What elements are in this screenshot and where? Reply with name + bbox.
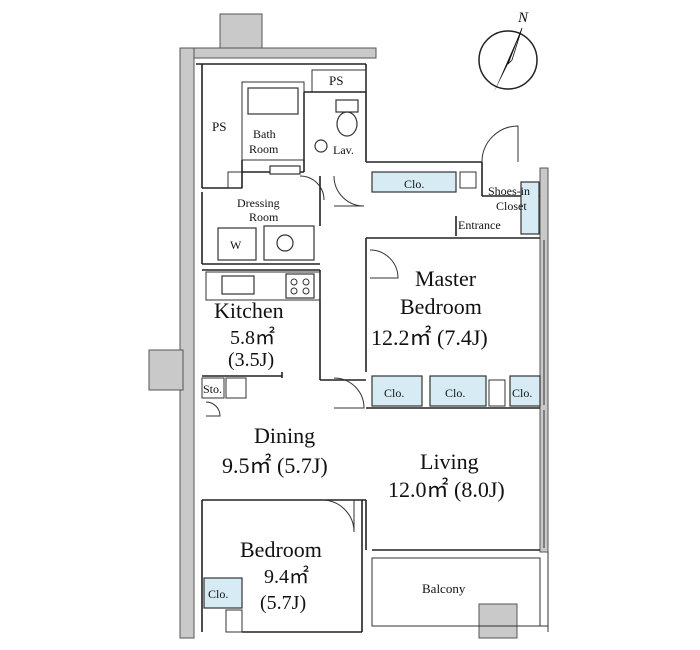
master-closet-3-label: Clo. [512, 386, 532, 400]
bath-room-label-1: Bath [253, 127, 276, 141]
bedroom-area-1: 9.4㎡ [264, 564, 309, 588]
compass: N [478, 10, 538, 92]
shoes-in-closet-label-2: Closet [496, 199, 527, 213]
washer-label: W [230, 238, 242, 252]
kitchen-area-2: (3.5J) [228, 349, 274, 371]
balcony-label: Balcony [422, 581, 466, 596]
dining-area: 9.5㎡ (5.7J) [222, 453, 328, 478]
compass-north-label: N [517, 10, 529, 26]
entrance-label: Entrance [458, 218, 501, 232]
doors [205, 125, 519, 533]
bedroom-closet-label: Clo. [208, 587, 228, 601]
master-bedroom-name-1: Master [415, 266, 477, 291]
dressing-room-label-2: Room [249, 210, 279, 224]
compass-needle-icon [494, 28, 522, 92]
storage-label: Sto. [203, 382, 222, 396]
interior-walls [196, 63, 549, 633]
structural-walls [148, 13, 549, 639]
ps-top-label: PS [329, 73, 343, 88]
master-bedroom-name-2: Bedroom [400, 294, 482, 319]
kitchen-area-1: 5.8㎡ [230, 325, 275, 349]
bath-room-label-2: Room [249, 142, 279, 156]
living-area: 12.0㎡ (8.0J) [388, 477, 505, 502]
lav-label: Lav. [333, 143, 354, 157]
dressing-room-label-1: Dressing [237, 196, 280, 210]
kitchen-name: Kitchen [214, 298, 284, 323]
room-labels: PS PS Bath Room Lav. Dressing Room W Clo… [203, 73, 532, 614]
bedroom-name: Bedroom [240, 537, 322, 562]
master-closet-2-label: Clo. [445, 386, 465, 400]
living-name: Living [420, 449, 479, 474]
bedroom-area-2: (5.7J) [260, 592, 306, 614]
ps-left-label: PS [212, 119, 226, 134]
master-closet-1-label: Clo. [384, 386, 404, 400]
dining-name: Dining [254, 423, 315, 448]
hall-closet-label: Clo. [404, 177, 424, 191]
shoes-in-closet-label-1: Shoes-in [488, 184, 530, 198]
master-bedroom-area: 12.2㎡ (7.4J) [371, 325, 488, 350]
